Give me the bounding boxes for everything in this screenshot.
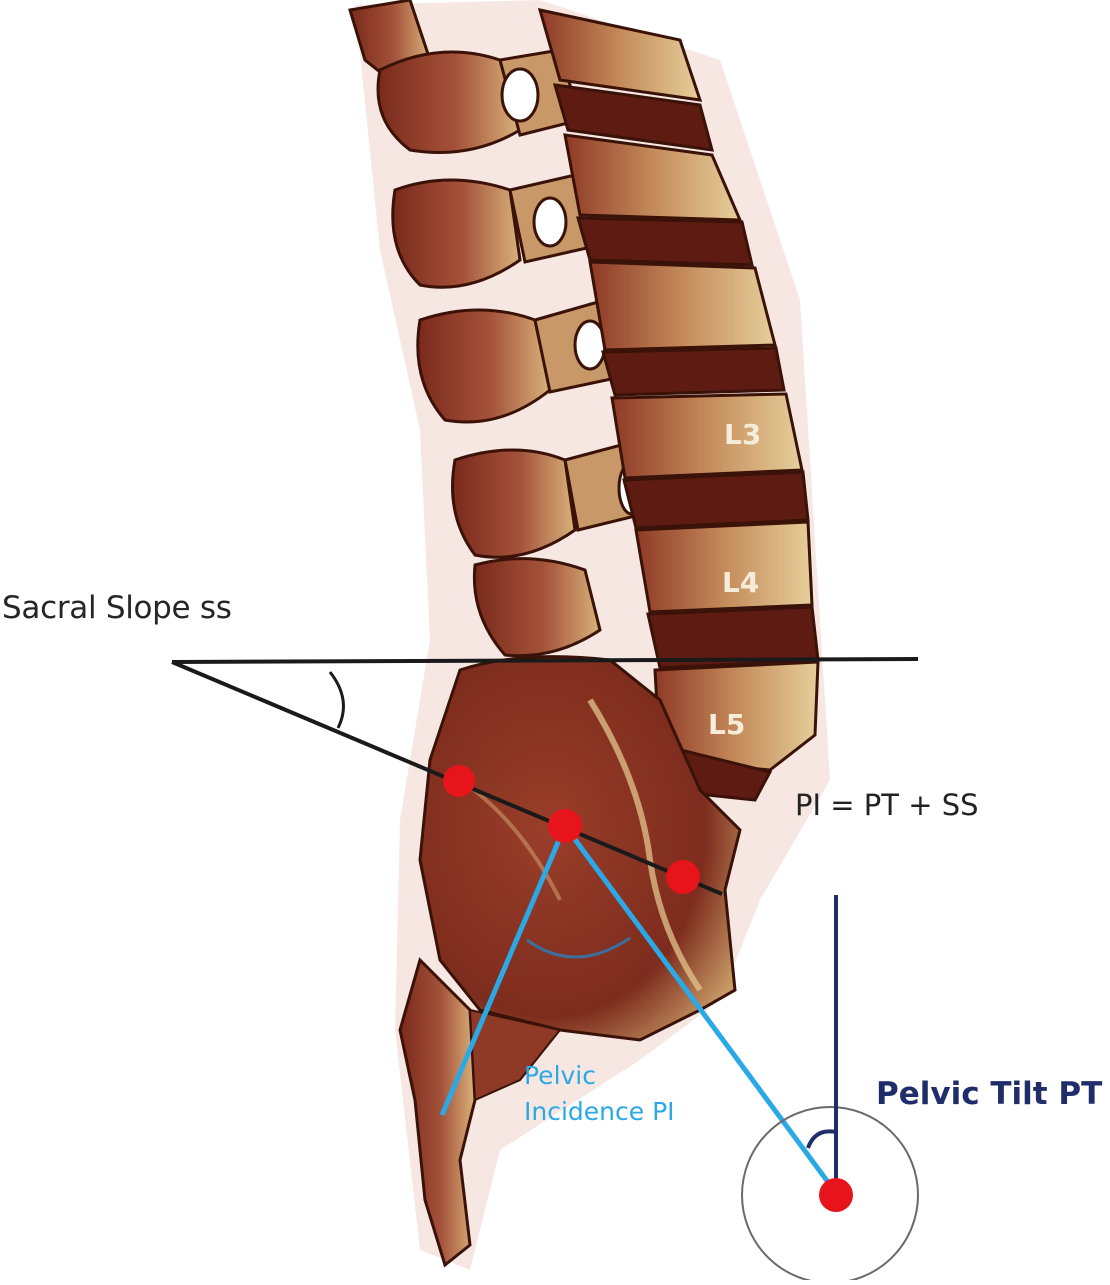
femoral-head-center bbox=[819, 1178, 853, 1212]
landmark-points bbox=[443, 765, 853, 1212]
pelvic-incidence-label-line2: Incidence PI bbox=[524, 1097, 675, 1126]
sacral-slope-label: Sacral Slope ss bbox=[2, 590, 232, 626]
posterior-sacral-point bbox=[666, 860, 700, 894]
vertebra-label-l3: L3 bbox=[724, 418, 762, 451]
pelvic-tilt-label: Pelvic Tilt PT bbox=[876, 1076, 1103, 1112]
pelvic-incidence-label-line1: Pelvic bbox=[524, 1061, 596, 1090]
pelvic-incidence-lines bbox=[439, 824, 839, 1195]
sacral-midpoint bbox=[548, 809, 582, 843]
vertebra-label-l5: L5 bbox=[708, 708, 746, 741]
equation-label: PI = PT + SS bbox=[795, 788, 979, 822]
vertebral-column bbox=[537, 8, 820, 802]
pelvic-incidence-label: Pelvic Incidence PI bbox=[524, 1058, 675, 1130]
anterior-sacral-point bbox=[443, 765, 475, 797]
vertebra-label-l4: L4 bbox=[722, 566, 760, 599]
